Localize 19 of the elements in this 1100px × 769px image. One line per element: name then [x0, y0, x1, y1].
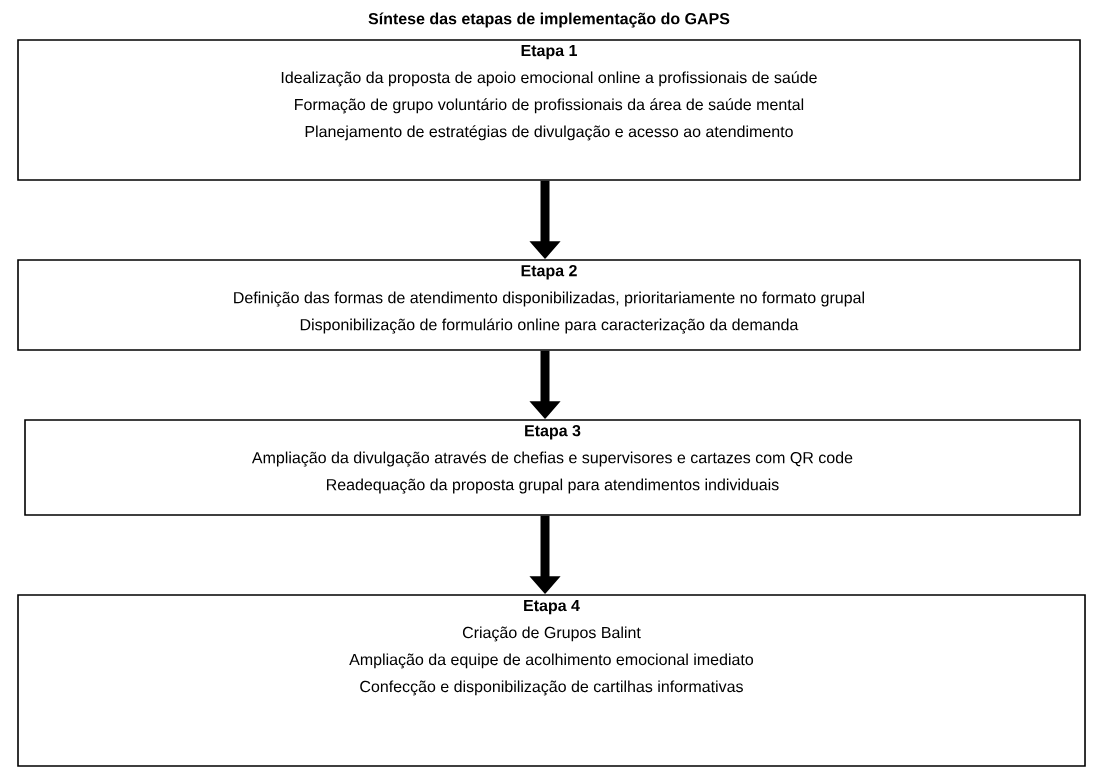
step-item: Definição das formas de atendimento disponibilizadas, prioritariamente no formato grupal [234, 291, 864, 307]
step-box [17, 259, 1081, 351]
step-item: Confecção e disponibilização de cartilhas informativas [360, 680, 743, 696]
step-item: Planejamento de estratégias de divulgação e acesso ao atendimento [305, 125, 793, 141]
step-box [24, 419, 1081, 516]
title: Síntese das etapas de implementação do GAPS [368, 12, 730, 28]
step-item: Idealização da proposta de apoio emocional online a profissionais de saúde [281, 71, 817, 87]
step-box [17, 594, 1086, 767]
step-item: Ampliação da equipe de acolhimento emocional imediato [349, 653, 754, 669]
step-box [17, 39, 1081, 181]
step-item: Disponibilização de formulário online para caracterização da demanda [300, 318, 799, 334]
step-item: Criação de Grupos Balint [462, 626, 641, 642]
step-item: Ampliação da divulgação através de chefias e supervisores e cartazes com QR code [251, 451, 853, 467]
step-item: Formação de grupo voluntário de profissionais da área de saúde mental [295, 98, 804, 114]
step-heading: Etapa 1 [521, 45, 577, 60]
step-heading: Etapa 3 [525, 425, 581, 440]
step-item: Readequação da proposta grupal para atendimentos individuais [327, 478, 779, 494]
step-heading: Etapa 2 [521, 265, 577, 280]
step-heading: Etapa 4 [524, 600, 580, 615]
